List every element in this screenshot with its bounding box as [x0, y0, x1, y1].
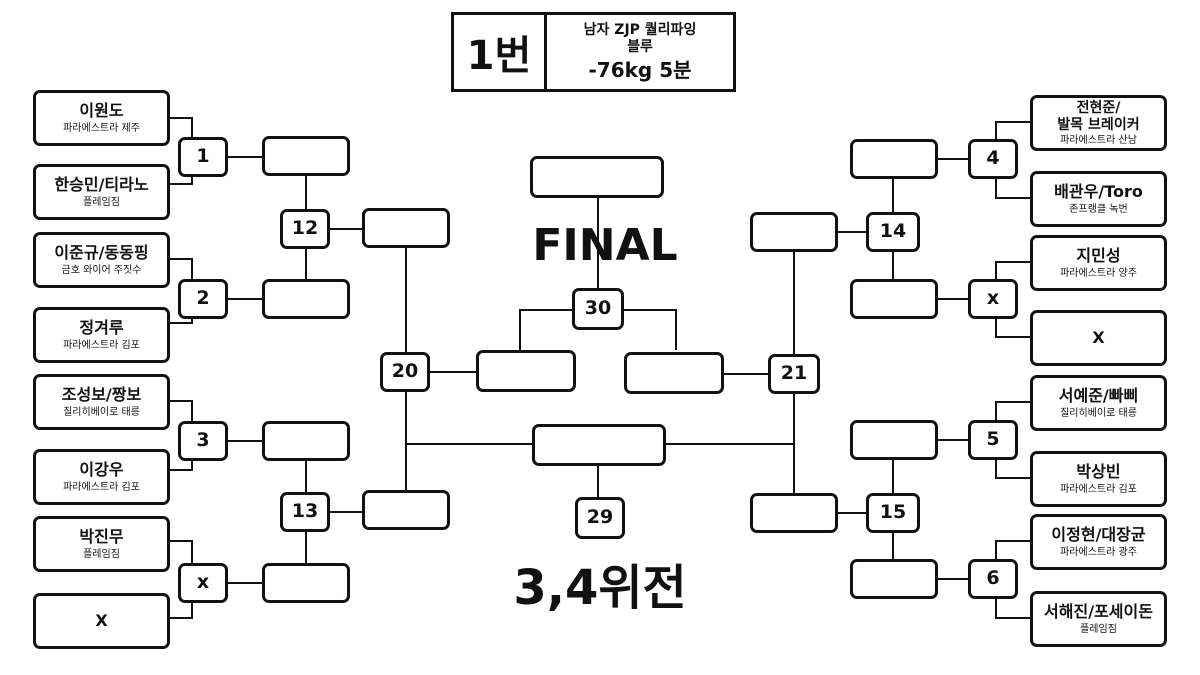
competitor-team: 파라에스트라 양주 [1060, 267, 1137, 279]
competitor-name: 전현준/ 발목 브레이커 [1057, 99, 1140, 133]
match-number: 4 [968, 139, 1018, 179]
match-number: 29 [575, 497, 625, 539]
competitor-team: 금호 와이어 주짓수 [61, 264, 142, 276]
winner-slot[interactable] [750, 212, 838, 252]
competitor-name: 조성보/짱보 [61, 384, 142, 404]
match-number: x [178, 563, 228, 603]
third-place-slot[interactable] [532, 424, 666, 466]
competitor-name: X [1092, 327, 1105, 347]
match-number: 14 [866, 212, 920, 252]
competitor-name: X [95, 610, 108, 630]
winner-slot[interactable] [262, 279, 350, 319]
division-name: 남자 ZJP 퀄리파잉 [583, 22, 697, 39]
competitor-card[interactable]: 조성보/짱보 질리히베이로 태릉 [33, 374, 170, 430]
match-number: 30 [572, 288, 624, 330]
winner-slot[interactable] [362, 208, 450, 248]
match-number: 13 [280, 492, 330, 532]
winner-slot[interactable] [362, 490, 450, 530]
competitor-name: 한승민/티라노 [54, 174, 149, 194]
match-number: 3 [178, 421, 228, 461]
competitor-team: 파라에스트라 산남 [1060, 134, 1137, 146]
competitor-team: 플레임짐 [1080, 623, 1117, 635]
competitor-team: 플레임짐 [83, 548, 120, 560]
competitor-team: 플레임짐 [83, 196, 120, 208]
competitor-team: 파라에스트라 제주 [63, 122, 140, 134]
winner-slot[interactable] [750, 493, 838, 533]
competitor-card[interactable]: 이원도 파라에스트라 제주 [33, 90, 170, 146]
final-label: FINAL [532, 220, 678, 271]
winner-slot[interactable] [850, 139, 938, 179]
competitor-card[interactable]: 서해진/포세이돈 플레임짐 [1030, 591, 1167, 647]
competitor-card[interactable]: 박상빈 파라에스트라 김포 [1030, 451, 1167, 507]
competitor-name: 이원도 [79, 100, 124, 120]
competitor-name: 이정현/대장균 [1051, 524, 1146, 544]
competitor-name: 이준규/동동핑 [54, 242, 149, 262]
competitor-team: 파라에스트라 김포 [63, 339, 140, 351]
title-box: 1번 남자 ZJP 퀄리파잉 블루 -76kg 5분 [451, 12, 736, 92]
competitor-name: 지민성 [1076, 245, 1121, 265]
competitor-name: 배관우/Toro [1054, 181, 1143, 201]
competitor-card[interactable]: 박진무 플레임짐 [33, 516, 170, 572]
third-place-label: 3,4위전 [513, 560, 687, 616]
winner-slot[interactable] [850, 279, 938, 319]
match-number: x [968, 279, 1018, 319]
winner-slot[interactable] [262, 563, 350, 603]
competitor-team: 존프랭클 녹번 [1069, 203, 1128, 215]
winner-slot[interactable] [262, 136, 350, 176]
match-number: 1 [178, 137, 228, 177]
competitor-name: 서해진/포세이돈 [1044, 601, 1153, 621]
match-number: 21 [768, 354, 820, 394]
division-belt: 블루 [627, 39, 653, 55]
competitor-team: 파라에스트라 김포 [1060, 483, 1137, 495]
competitor-card[interactable]: 이정현/대장균 파라에스트라 광주 [1030, 514, 1167, 570]
competitor-team: 질리히베이로 태릉 [63, 406, 140, 418]
match-number: 6 [968, 559, 1018, 599]
competitor-team: 파라에스트라 김포 [63, 481, 140, 493]
bout-number: 1번 [454, 15, 547, 89]
winner-slot[interactable] [850, 420, 938, 460]
match-number: 15 [866, 493, 920, 533]
competitor-card[interactable]: 배관우/Toro 존프랭클 녹번 [1030, 171, 1167, 227]
division-info: 남자 ZJP 퀄리파잉 블루 -76kg 5분 [547, 15, 733, 89]
competitor-team: 파라에스트라 광주 [1060, 546, 1137, 558]
competitor-card[interactable]: 지민성 파라에스트라 양주 [1030, 235, 1167, 291]
competitor-card[interactable]: 정겨루 파라에스트라 김포 [33, 307, 170, 363]
match-number: 2 [178, 279, 228, 319]
competitor-card[interactable]: X [33, 593, 170, 649]
match-number: 20 [380, 352, 430, 392]
competitor-name: 박진무 [79, 526, 124, 546]
competitor-card[interactable]: 이준규/동동핑 금호 와이어 주짓수 [33, 232, 170, 288]
match-number: 5 [968, 420, 1018, 460]
competitor-team: 질리히베이로 태릉 [1060, 407, 1137, 419]
competitor-name: 정겨루 [79, 317, 124, 337]
champion-slot[interactable] [530, 156, 664, 198]
competitor-name: 이강우 [79, 459, 124, 479]
winner-slot[interactable] [262, 421, 350, 461]
winner-slot[interactable] [850, 559, 938, 599]
competitor-card[interactable]: X [1030, 310, 1167, 366]
competitor-card[interactable]: 이강우 파라에스트라 김포 [33, 449, 170, 505]
competitor-name: 박상빈 [1076, 461, 1121, 481]
winner-slot[interactable] [624, 352, 724, 394]
division-weight-time: -76kg 5분 [588, 57, 692, 82]
match-number: 12 [280, 209, 330, 249]
winner-slot[interactable] [476, 350, 576, 392]
competitor-card[interactable]: 한승민/티라노 플레임짐 [33, 164, 170, 220]
competitor-card[interactable]: 서예준/빠삐 질리히베이로 태릉 [1030, 375, 1167, 431]
competitor-card[interactable]: 전현준/ 발목 브레이커 파라에스트라 산남 [1030, 95, 1167, 151]
competitor-name: 서예준/빠삐 [1058, 385, 1139, 405]
